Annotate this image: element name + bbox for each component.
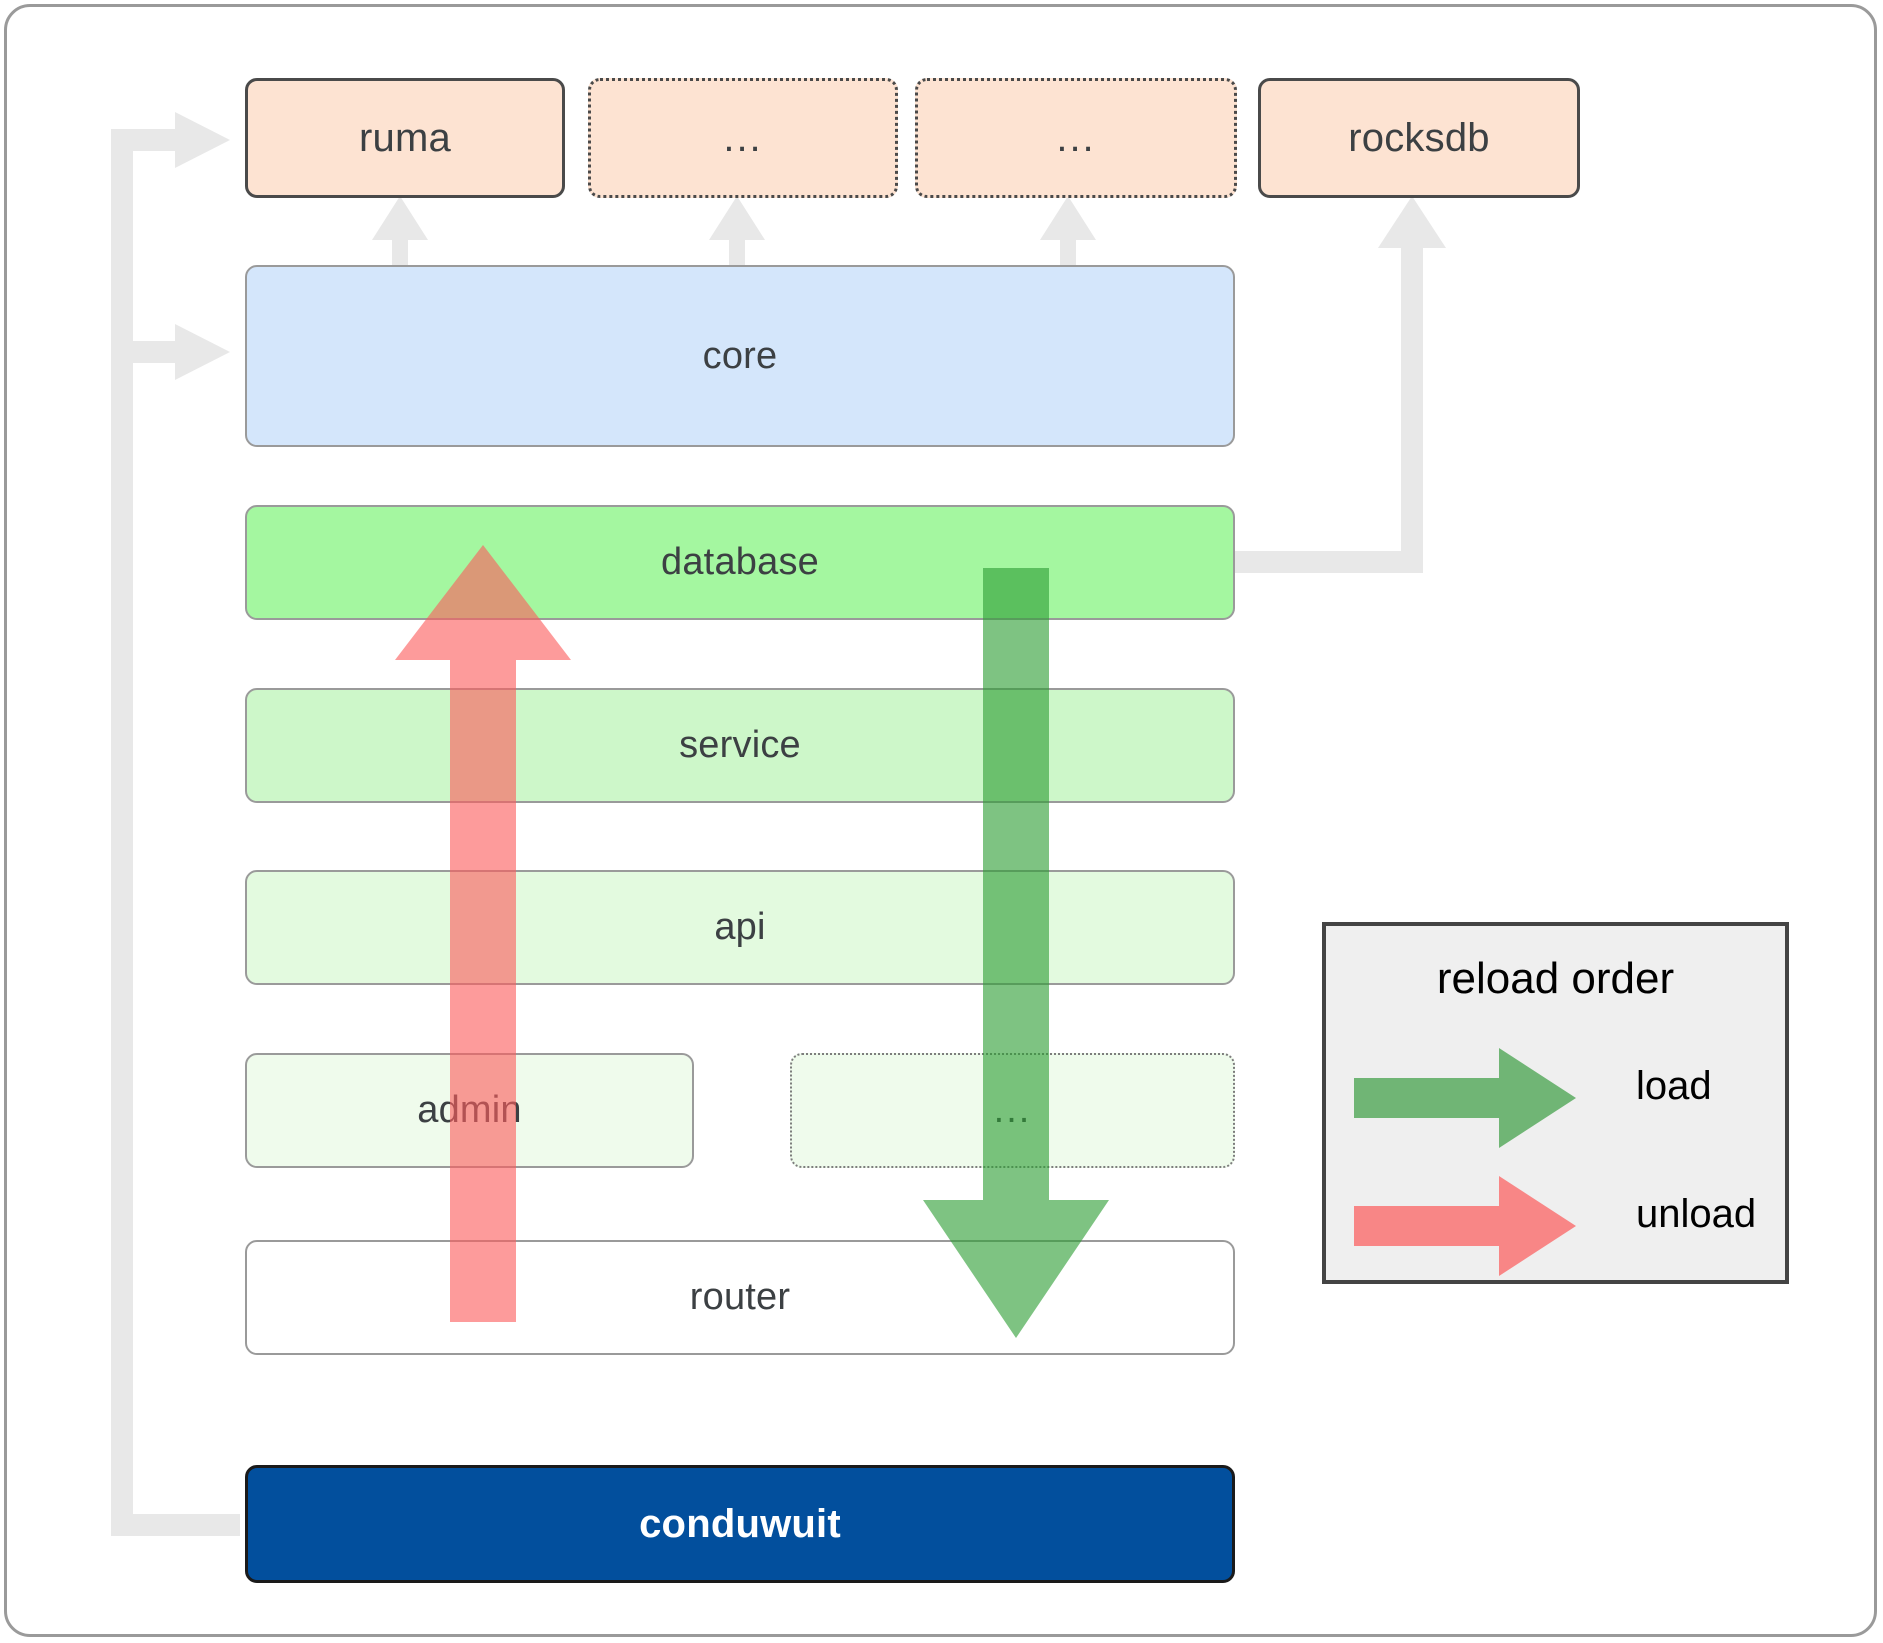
crate-label: router <box>689 1276 791 1318</box>
dependency-label: ruma <box>359 115 451 160</box>
crate-box-admin[interactable]: admin <box>245 1053 694 1168</box>
dependency-box-ruma[interactable]: ruma <box>245 78 565 198</box>
legend-label-unload: unload <box>1636 1192 1757 1236</box>
dependency-box-rocksdb[interactable]: rocksdb <box>1258 78 1580 198</box>
dependency-label: ... <box>1056 115 1096 160</box>
crate-box-api[interactable]: api <box>245 870 1235 985</box>
dependency-box-ellipsis-1[interactable]: ... <box>588 78 898 198</box>
diagram-outer-frame <box>4 4 1877 1637</box>
dependency-box-ellipsis-2[interactable]: ... <box>915 78 1237 198</box>
crate-box-ellipsis-3[interactable]: ... <box>790 1053 1235 1168</box>
crate-label: api <box>714 906 766 948</box>
legend-row-load: load <box>1326 1048 1785 1148</box>
dependency-label: ... <box>723 115 763 160</box>
crate-box-conduwuit[interactable]: conduwuit <box>245 1465 1235 1583</box>
crate-label: database <box>661 541 819 583</box>
crate-box-core[interactable]: core <box>245 265 1235 447</box>
legend-label-load: load <box>1636 1064 1712 1108</box>
crate-box-router[interactable]: router <box>245 1240 1235 1355</box>
crate-box-database[interactable]: database <box>245 505 1235 620</box>
load-arrow-icon <box>1354 1048 1576 1148</box>
crate-label: service <box>679 724 801 766</box>
legend-row-unload: unload <box>1326 1176 1785 1276</box>
crate-box-service[interactable]: service <box>245 688 1235 803</box>
legend-panel: reload order load unload <box>1322 922 1789 1284</box>
crate-label: ... <box>993 1089 1032 1131</box>
unload-arrow-icon <box>1354 1176 1576 1276</box>
crate-label: admin <box>417 1089 522 1131</box>
dependency-label: rocksdb <box>1348 115 1490 160</box>
crate-label: core <box>702 334 778 377</box>
app-label: conduwuit <box>639 1501 841 1546</box>
legend-title: reload order <box>1436 954 1675 1003</box>
